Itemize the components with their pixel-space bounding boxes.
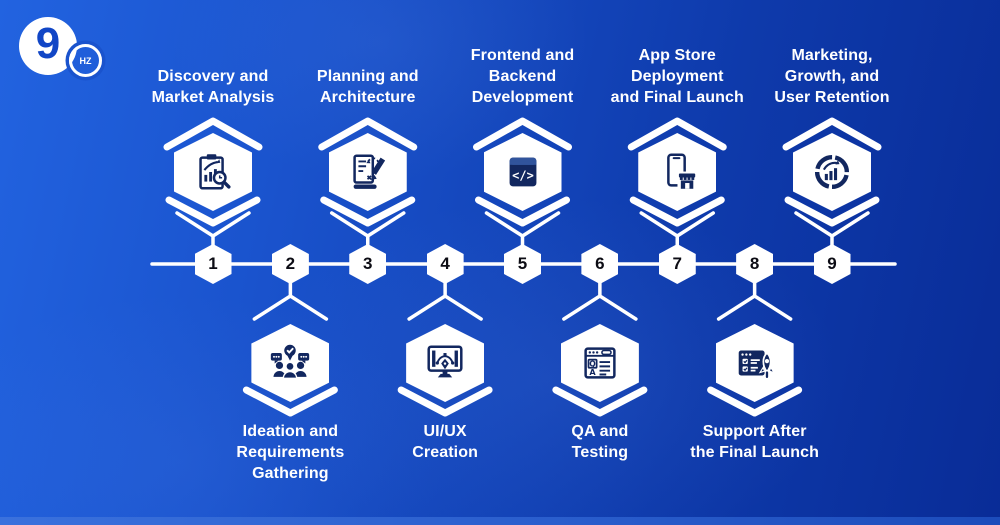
step-7-number: 7 <box>658 244 696 284</box>
connector-line <box>473 117 572 151</box>
connector-line <box>242 386 338 417</box>
step-7-hexagon <box>638 133 717 211</box>
connector-line <box>794 211 870 248</box>
step-8-number: 8 <box>736 244 774 284</box>
connector-line <box>629 196 725 227</box>
logo-nine-glyph: 9 <box>35 19 61 68</box>
step-8-hexagon <box>715 324 794 402</box>
step-9-hexagon <box>793 133 871 211</box>
connector-line <box>782 117 882 151</box>
connector-line <box>552 386 648 417</box>
step-1-hexagon <box>174 133 252 211</box>
logo-circle: 9 <box>19 17 77 75</box>
market-analysis-icon <box>199 154 231 190</box>
step-3-hexagon <box>328 133 407 211</box>
connector-line <box>407 280 483 321</box>
svg-text:A: A <box>589 367 596 377</box>
planning-icon <box>353 154 385 189</box>
connector-line <box>165 196 261 227</box>
connector-line <box>639 211 715 248</box>
logo-hz-text: HZ <box>79 55 92 66</box>
step-6-number: 6 <box>581 244 619 284</box>
connector-line <box>397 386 493 417</box>
logo-hz-badge: HZ <box>69 44 102 77</box>
marketing-growth-icon <box>814 154 850 190</box>
step-2-hexagon <box>251 324 330 402</box>
connector-line <box>320 196 416 227</box>
connector-line <box>707 386 803 417</box>
connector-line <box>330 211 406 248</box>
connector-line <box>252 280 329 321</box>
ideation-icon <box>271 344 310 380</box>
connector-line <box>716 280 793 321</box>
qa-testing-icon: Q A <box>584 347 616 379</box>
support-launch-icon <box>738 350 775 379</box>
step-6-hexagon: Q A <box>560 324 639 402</box>
step-4-hexagon <box>406 324 485 402</box>
connector-line <box>175 211 251 248</box>
connector-line <box>627 117 727 151</box>
connector-line <box>163 117 263 151</box>
code-window-icon: </> <box>509 157 536 187</box>
step-5-hexagon: </> <box>483 133 562 211</box>
step-9-number: 9 <box>813 244 851 284</box>
svg-text:</>: </> <box>512 169 534 183</box>
connector-line <box>784 196 880 227</box>
connector-line <box>475 196 570 227</box>
connector-line <box>562 280 638 321</box>
connector-line <box>484 211 561 248</box>
uiux-icon <box>427 345 463 378</box>
connector-line <box>318 117 418 151</box>
app-store-icon <box>667 153 697 189</box>
ninehertz-logo: 9 HZ <box>19 17 111 83</box>
svg-text:Q: Q <box>589 359 596 368</box>
bottom-accent-strip <box>0 517 1000 525</box>
